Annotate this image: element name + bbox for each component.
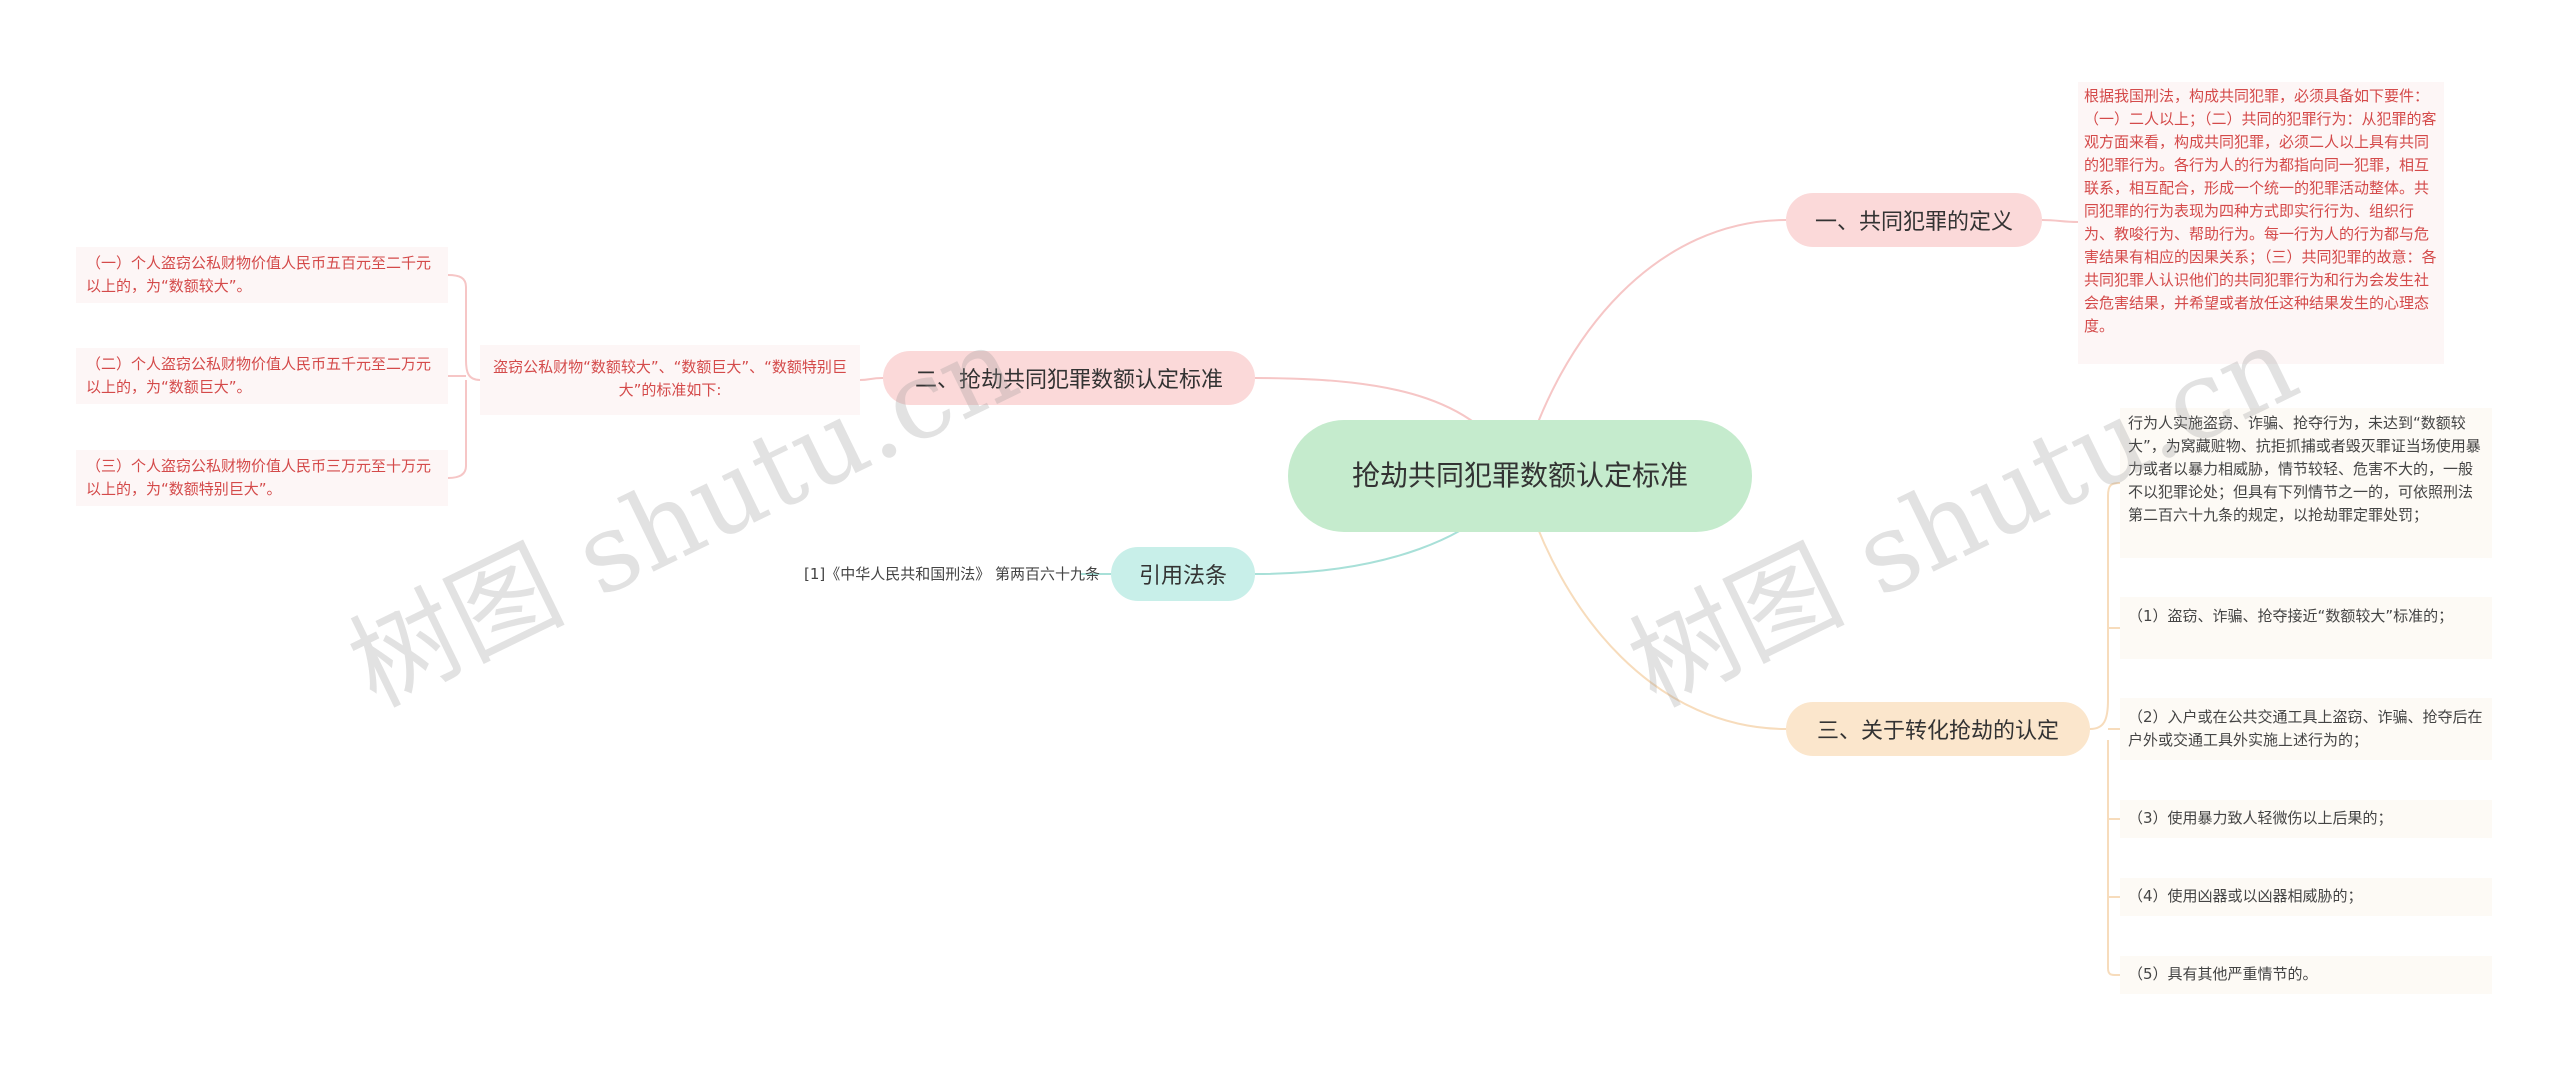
root-topic[interactable]: 抢劫共同犯罪数额认定标准 (1288, 420, 1752, 532)
branch-label: 引用法条 (1138, 564, 1227, 589)
root-topic-label: 抢劫共同犯罪数额认定标准 (1351, 459, 1688, 492)
leaf-definition-text[interactable]: 根据我国刑法，构成共同犯罪，必须具备如下要件：（一）二人以上；（二）共同的犯罪行… (2078, 82, 2444, 364)
connector-root-b4 (1519, 475, 1787, 730)
leaf-standard-intro[interactable]: 盗窃公私财物“数额较大”、“数额巨大”、“数额特别巨大”的标准如下: (480, 345, 860, 415)
branch-label: 二、抢劫共同犯罪数额认定标准 (914, 368, 1223, 393)
branch-common-crime-definition[interactable]: 一、共同犯罪的定义 (1786, 193, 2042, 247)
leaf-converted-item[interactable]: （1）盗窃、诈骗、抢夺接近“数额较大”标准的； (2120, 597, 2492, 659)
connector-b2-items (447, 274, 481, 479)
leaf-converted-item[interactable]: （2）入户或在公共交通工具上盗窃、诈骗、抢夺后在户外或交通工具外实施上述行为的； (2120, 698, 2492, 760)
connector-root-b1 (1519, 219, 1787, 477)
branch-converted-robbery[interactable]: 三、关于转化抢劫的认定 (1786, 702, 2090, 756)
leaf-standard-item[interactable]: （三）个人盗窃公私财物价值人民币三万元至十万元以上的，为“数额特别巨大”。 (76, 450, 448, 506)
connector-b2-text (859, 377, 884, 381)
branch-label: 一、共同犯罪的定义 (1814, 210, 2013, 235)
leaf-standard-item[interactable]: （二）个人盗窃公私财物价值人民币五千元至二万元以上的，为“数额巨大”。 (76, 348, 448, 404)
leaf-converted-item[interactable]: （5）具有其他严重情节的。 (2120, 956, 2492, 994)
branch-cited-law[interactable]: 引用法条 (1111, 547, 1255, 601)
leaf-law-citation[interactable]: [1]《中华人民共和国刑法》 第两百六十九条 (803, 565, 1100, 583)
branch-label: 三、关于转化抢劫的认定 (1816, 719, 2059, 744)
connector-b4-children (2089, 482, 2121, 977)
leaf-standard-item[interactable]: （一）个人盗窃公私财物价值人民币五百元至二千元以上的，为“数额较大”。 (76, 247, 448, 303)
connector-b1-text (2041, 219, 2079, 223)
leaf-converted-intro[interactable]: 行为人实施盗窃、诈骗、抢夺行为，未达到“数额较大”，为窝藏赃物、抗拒抓捕或者毁灭… (2120, 408, 2492, 558)
leaf-converted-item[interactable]: （3）使用暴力致人轻微伤以上后果的； (2120, 800, 2492, 838)
branch-amount-standard[interactable]: 二、抢劫共同犯罪数额认定标准 (883, 351, 1255, 405)
leaf-converted-item[interactable]: （4）使用凶器或以凶器相威胁的； (2120, 878, 2492, 916)
